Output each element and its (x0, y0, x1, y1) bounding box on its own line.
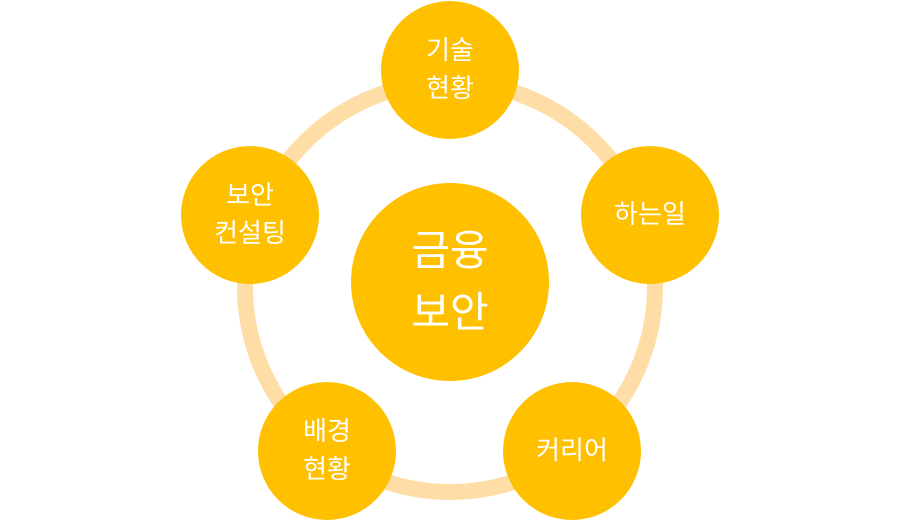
node-career[interactable]: 커리어 (503, 382, 641, 520)
node-tech-status[interactable]: 기술 현황 (381, 1, 519, 139)
node-label: 커리어 (536, 436, 608, 466)
node-what-we-do[interactable]: 하는일 (581, 146, 719, 284)
node-security-consulting[interactable]: 보안 컨설팅 (181, 146, 319, 284)
node-label: 보안 컨설팅 (214, 181, 286, 249)
node-label: 배경 현황 (303, 417, 351, 485)
center-node-financial-security: 금융 보안 (351, 183, 549, 381)
node-label: 기술 현황 (426, 36, 474, 104)
node-label: 하는일 (614, 200, 686, 230)
node-background-status[interactable]: 배경 현황 (258, 382, 396, 520)
center-node-label: 금융 보안 (411, 226, 489, 337)
